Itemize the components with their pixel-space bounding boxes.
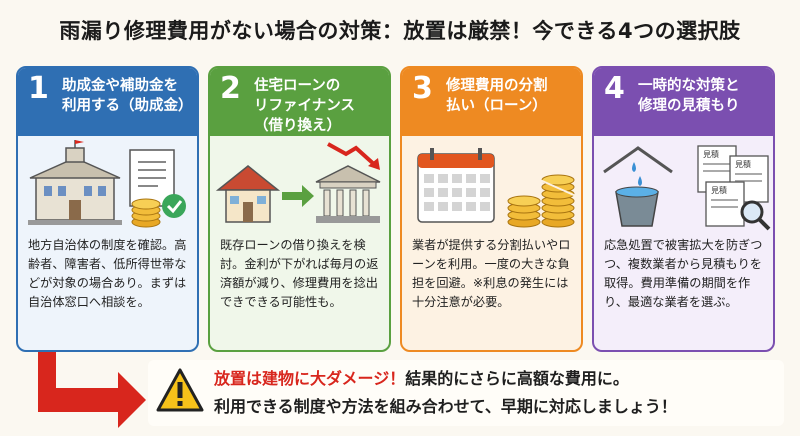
card-illustration: 見積 見積 見積	[594, 136, 773, 236]
bank-icon	[315, 165, 381, 223]
down-trend-arrow-icon	[327, 142, 380, 170]
warning-emphasis: 放置は建物に大ダメージ！	[214, 369, 406, 388]
card-header: 1 助成金や補助金を 利用する（助成金）	[18, 68, 197, 136]
warning-triangle-icon	[156, 368, 204, 412]
coins-icon	[507, 174, 577, 228]
card-number: 3	[412, 71, 433, 106]
magnifier-icon	[740, 200, 771, 231]
warning-line-1: 放置は建物に大ダメージ！結果的にさらに高額な費用に。	[214, 368, 629, 390]
option-card-subsidy: 1 助成金や補助金を 利用する（助成金）	[16, 66, 199, 352]
card-number: 1	[28, 71, 49, 106]
coins-icon	[131, 198, 161, 228]
city-hall-icon	[28, 140, 122, 225]
doc-label: 見積	[711, 185, 727, 195]
check-badge-icon	[162, 194, 186, 218]
warning-box: 放置は建物に大ダメージ！結果的にさらに高額な費用に。 利用できる制度や方法を組み…	[148, 360, 784, 426]
card-illustration	[210, 136, 389, 236]
red-arrow-icon	[38, 352, 146, 428]
card-header: 3 修理費用の分割 払い（ローン）	[402, 68, 581, 136]
card-header: 2 住宅ローンの リファイナンス （借り換え）	[210, 68, 389, 136]
arrow-right-icon	[282, 185, 314, 207]
house-icon	[215, 165, 281, 223]
warning-line-2: 利用できる制度や方法を組み合わせて、早期に対応しましょう！	[214, 397, 677, 416]
card-description: 業者が提供する分割払いやローンを利用。一度の大きな負担を回避。※利息の発生には十…	[412, 238, 571, 309]
leaking-roof-icon	[603, 146, 673, 186]
warning-line-1-rest: 結果的にさらに高額な費用に。	[405, 369, 629, 388]
bucket-icon	[615, 186, 659, 227]
card-title: 修理費用の分割 払い（ローン）	[446, 78, 548, 114]
card-header: 4 一時的な対策と 修理の見積もり	[594, 68, 773, 136]
card-title: 一時的な対策と 修理の見積もり	[638, 78, 740, 114]
doc-label: 見積	[703, 149, 719, 159]
doc-label: 見積	[735, 159, 751, 169]
page-title: 雨漏り修理費用がない場合の対策：放置は厳禁！今できる4つの選択肢	[59, 19, 741, 43]
card-number: 4	[604, 71, 625, 106]
card-description: 地方自治体の制度を確認。高齢者、障害者、低所得世帯などが対象の場合あり。まずは自…	[28, 238, 187, 309]
card-illustration	[402, 136, 581, 236]
card-title: 住宅ローンの リファイナンス （借り換え）	[254, 78, 355, 134]
card-description: 既存ローンの借り換えを検討。金利が下がれば毎月の返済額が減り、修理費用を捻出でき…	[220, 238, 379, 309]
option-card-installment: 3 修理費用の分割 払い（ローン）	[400, 66, 583, 352]
card-description: 応急処置で被害拡大を防ぎつつ、複数業者から見積もりを取得。費用準備の期間を作り、…	[604, 238, 763, 309]
calendar-icon	[417, 148, 495, 223]
estimate-documents-icon: 見積 見積 見積	[697, 145, 769, 227]
card-illustration	[18, 136, 197, 236]
card-number: 2	[220, 71, 241, 106]
card-title: 助成金や補助金を 利用する（助成金）	[62, 78, 193, 114]
option-card-temporary-fix: 4 一時的な対策と 修理の見積もり 見積 見積	[592, 66, 775, 352]
option-card-refinance: 2 住宅ローンの リファイナンス （借り換え）	[208, 66, 391, 352]
